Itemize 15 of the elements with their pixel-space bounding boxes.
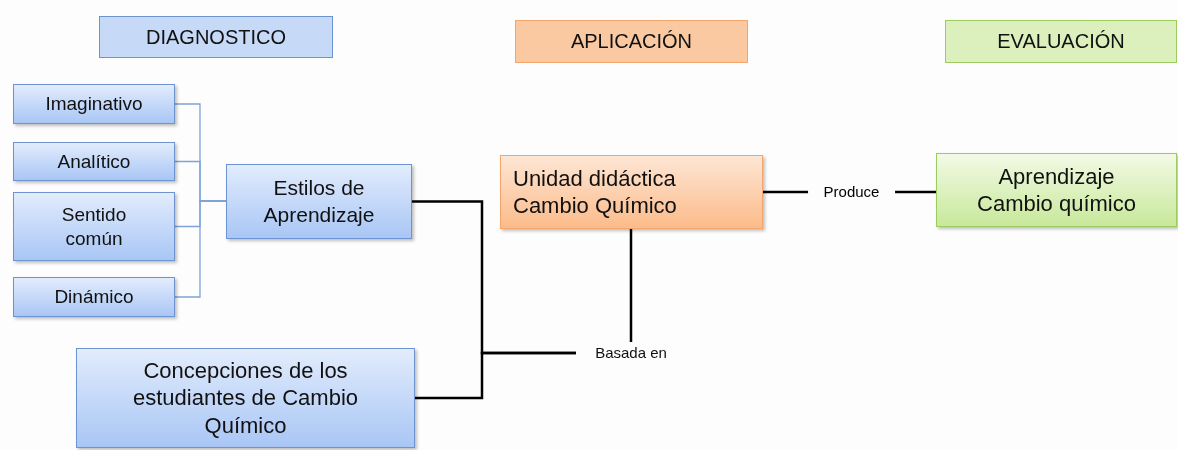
style-box: Dinámico [13, 277, 175, 317]
style-box: Sentido común [13, 192, 175, 261]
connector-text: Basada en [576, 342, 686, 364]
connector-line [174, 200, 227, 298]
section-header: APLICACIÓN [515, 20, 748, 63]
connector-line [629, 229, 633, 342]
section-header: DIAGNOSTICO [99, 16, 333, 58]
style-box: Analítico [13, 142, 175, 181]
concept-box: Estilos de Aprendizaje [226, 164, 412, 239]
section-header: EVALUACIÓN [945, 20, 1177, 63]
connector-line [415, 351, 576, 400]
concept-box: Concepciones de los estudiantes de Cambio Químico [76, 348, 415, 448]
concept-box: Aprendizaje Cambio químico [936, 153, 1177, 227]
concept-box: Unidad didáctica Cambio Químico [500, 155, 763, 229]
style-box: Imaginativo [13, 84, 175, 124]
